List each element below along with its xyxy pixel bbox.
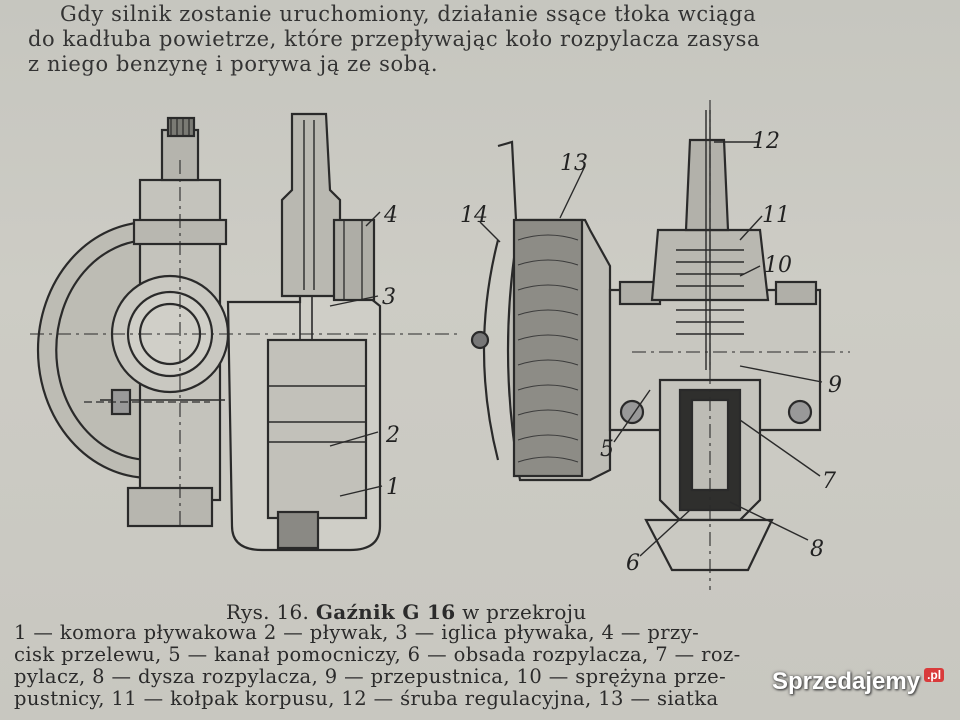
part-label-13: 13 (560, 151, 588, 176)
part-label-11: 11 (762, 203, 790, 228)
watermark-domain-badge: .pl (924, 668, 945, 682)
caption-prefix: Rys. 16. (226, 600, 310, 624)
part-label-9: 9 (828, 373, 842, 398)
part-label-4: 4 (383, 203, 398, 228)
carburetor-cross-section-figure: 1 2 3 4 5 6 7 8 9 10 11 12 13 14 (30, 100, 850, 590)
intro-line-3: z niego benzynę i porywa ją ze sobą. (28, 52, 439, 76)
right-view-drawing (470, 100, 850, 590)
left-view-drawing (30, 112, 460, 552)
intro-line-2: do kadłuba powietrze, które przepływając… (28, 27, 761, 51)
figure-part-labels: 1 2 3 4 5 6 7 8 9 10 11 12 13 14 (382, 129, 842, 576)
legend-line-3: pylacz, 8 — dysza rozpylacza, 9 — przepu… (14, 665, 727, 688)
leader-lines (329, 141, 823, 557)
part-label-12: 12 (752, 129, 780, 154)
watermark-text: Sprzedajemy (772, 668, 921, 695)
figure-caption: Rys. 16. Gaźnik G 16 w przekroju (226, 600, 586, 624)
part-label-8: 8 (810, 537, 824, 562)
legend-line-2: cisk przelewu, 5 — kanał pomocniczy, 6 —… (14, 643, 741, 666)
intro-line-1: Gdy silnik zostanie uruchomiony, działan… (60, 2, 757, 26)
part-label-3: 3 (382, 285, 396, 310)
part-label-7: 7 (822, 469, 836, 494)
legend-line-1: 1 — komora pływakowa 2 — pływak, 3 — igl… (14, 621, 700, 644)
caption-title: Gaźnik G 16 (315, 600, 456, 624)
part-label-5: 5 (600, 437, 614, 462)
part-label-6: 6 (626, 551, 640, 576)
legend-line-4: pustnicy, 11 — kołpak korpusu, 12 — śrub… (14, 687, 719, 710)
part-label-1: 1 (386, 475, 400, 500)
part-label-2: 2 (385, 423, 400, 448)
part-label-14: 14 (460, 203, 488, 228)
part-label-10: 10 (764, 253, 792, 278)
caption-suffix: w przekroju (462, 600, 587, 624)
intro-paragraph: Gdy silnik zostanie uruchomiony, działan… (28, 2, 908, 77)
sprzedajemy-watermark: Sprzedajemy.pl (764, 666, 952, 700)
figure-legend: 1 — komora pływakowa 2 — pływak, 3 — igl… (14, 622, 884, 710)
